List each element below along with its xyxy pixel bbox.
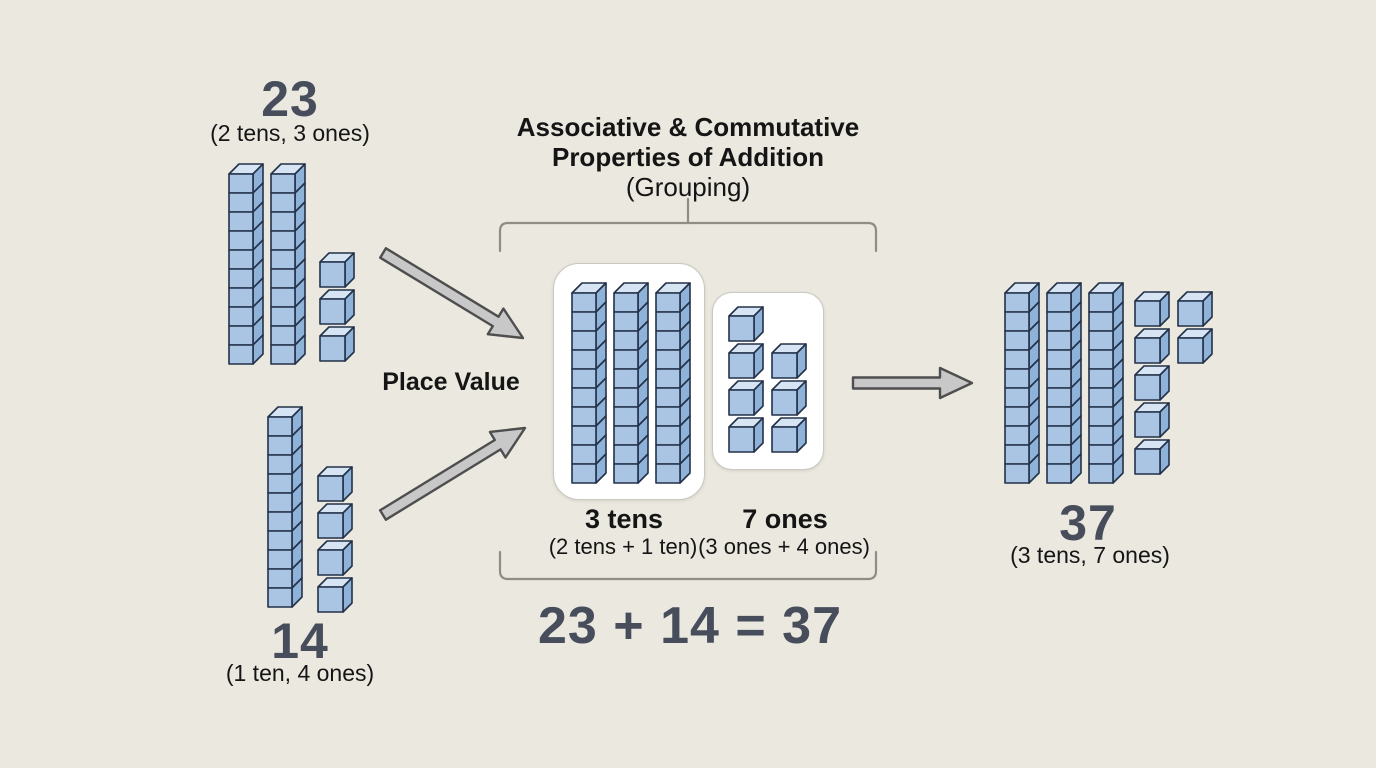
tens-rods-14 — [266, 405, 304, 609]
title-line-1: Associative & Commutative — [516, 112, 860, 142]
label-7-ones: 7 ones — [742, 504, 828, 534]
number-37: 37 — [1059, 495, 1117, 551]
tens-rods-23 — [227, 162, 307, 366]
caption-37: (3 tens, 7 ones) — [1010, 542, 1170, 568]
ones-cubes-group — [727, 305, 808, 454]
caption-3-tens: (2 tens + 1 ten) — [548, 534, 698, 559]
caption-23: (2 tens, 3 ones) — [210, 120, 370, 146]
caption-14: (1 ten, 4 ones) — [225, 660, 375, 686]
number-23: 23 — [261, 71, 319, 127]
arrow-icon-23-to-group — [379, 247, 525, 340]
tens-rods-group — [570, 281, 692, 485]
tens-rods-37 — [1003, 281, 1125, 485]
title-line-2: Properties of Addition — [551, 142, 825, 172]
center-title: Associative & Commutative Properties of … — [517, 112, 859, 202]
equation: 23 + 14 = 37 — [537, 597, 843, 655]
ones-cubes-23 — [318, 251, 356, 363]
place-value-label: Place Value — [382, 368, 520, 396]
label-3-tens: 3 tens — [584, 504, 664, 534]
arrow-icon-group-to-result — [851, 366, 974, 400]
bracket-top — [498, 221, 878, 253]
ones-cubes-37 — [1133, 290, 1214, 476]
arrow-icon-14-to-group — [378, 426, 527, 521]
caption-7-ones: (3 ones + 4 ones) — [698, 534, 870, 559]
ones-cubes-14 — [316, 465, 354, 614]
number-14: 14 — [271, 613, 329, 669]
title-line-3: (Grouping) — [625, 172, 751, 202]
